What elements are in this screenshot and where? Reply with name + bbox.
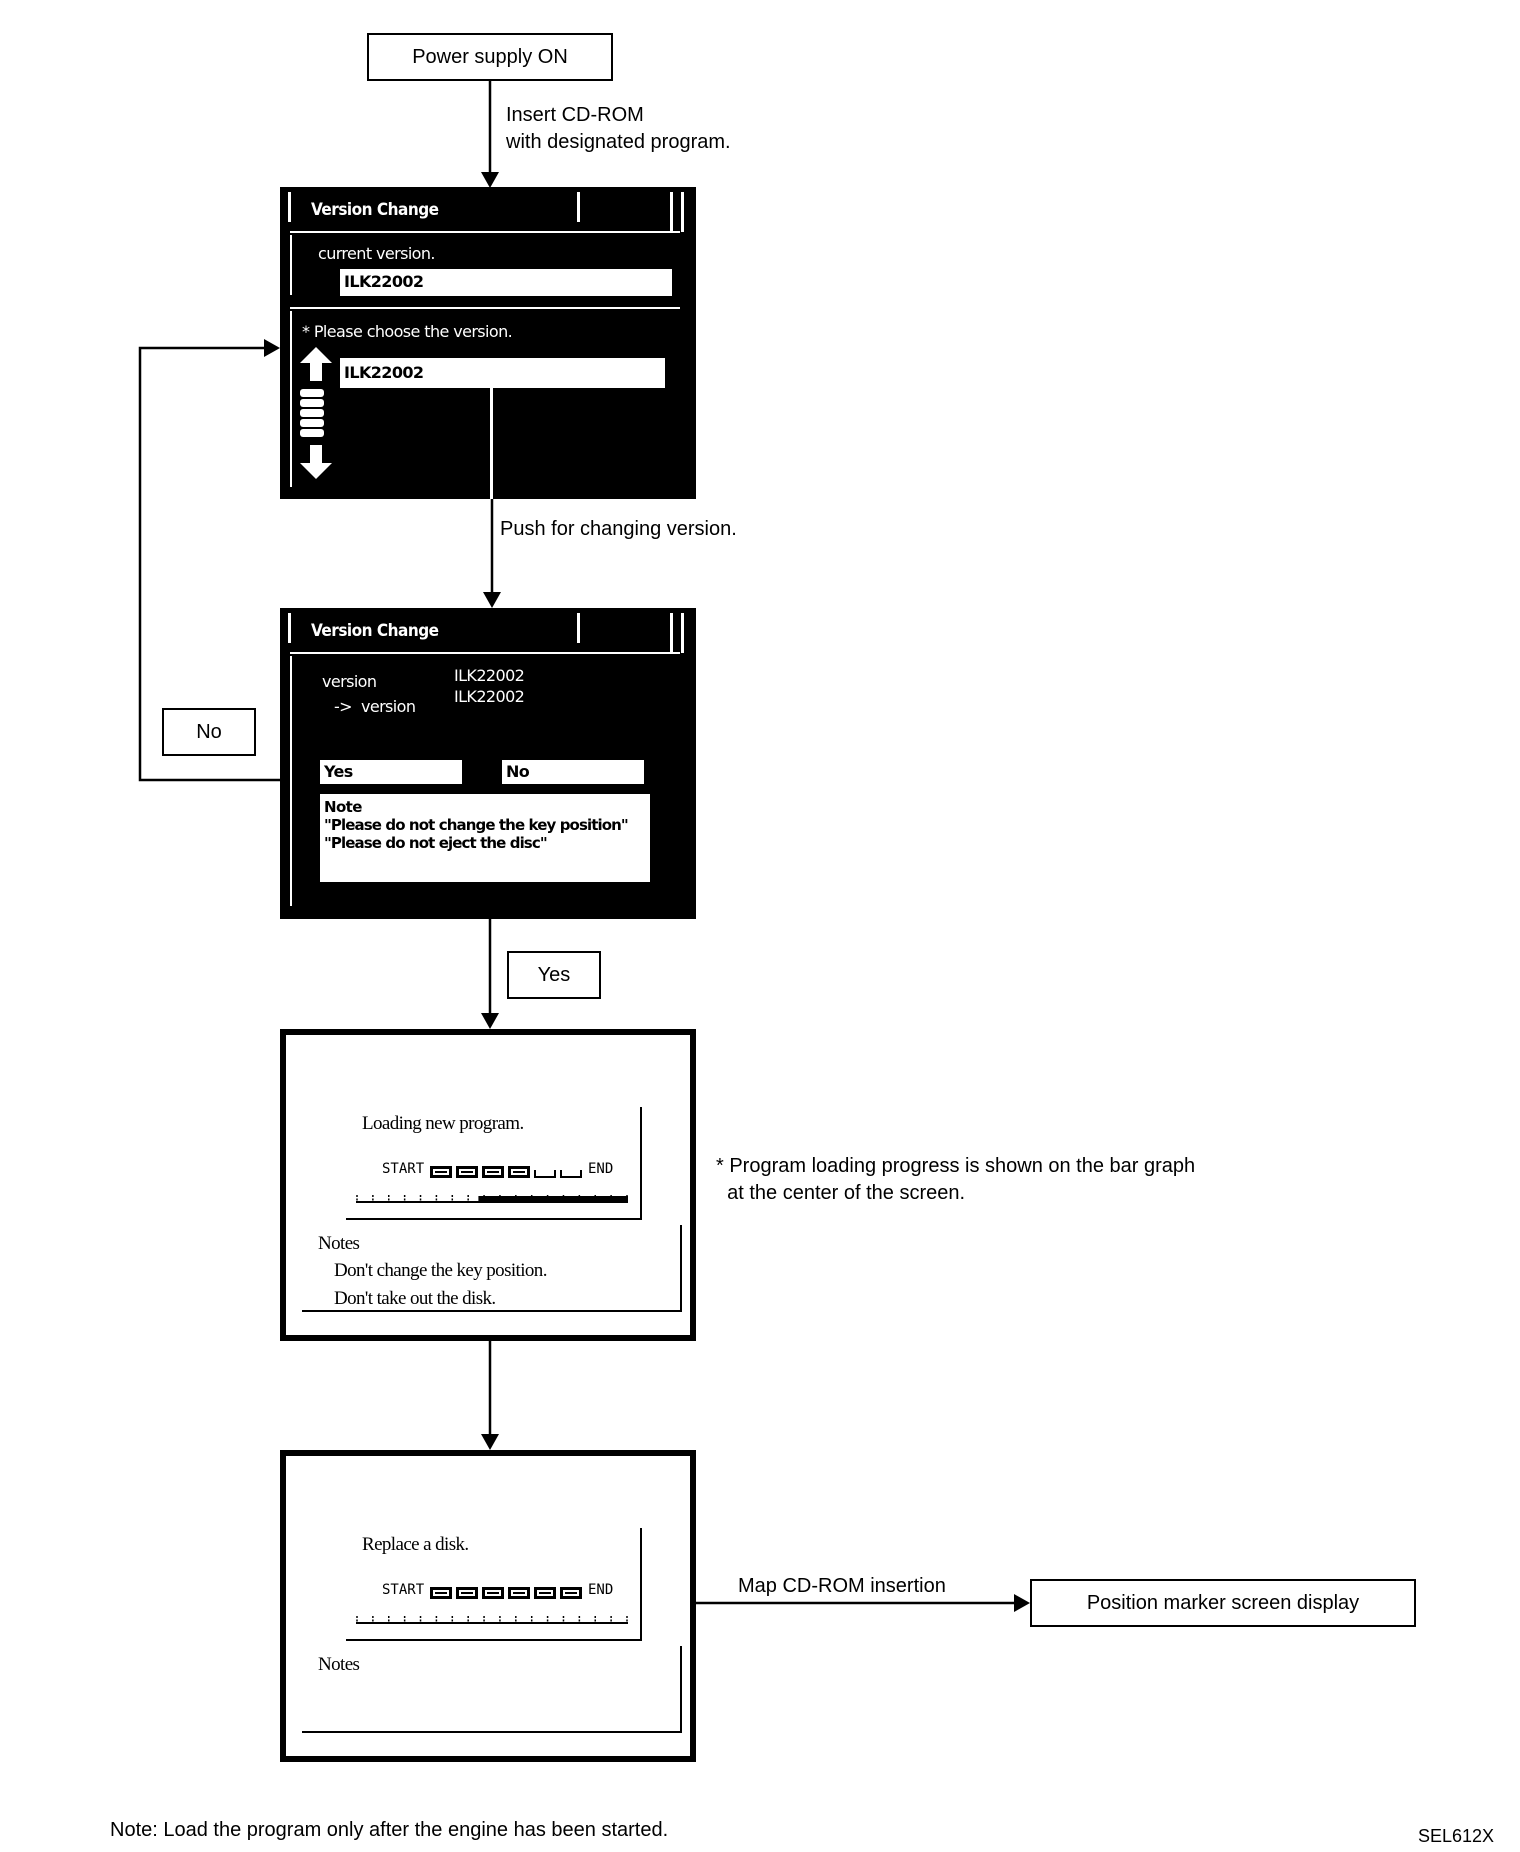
position-marker-box: Position marker screen display (1030, 1579, 1416, 1627)
yes-box: Yes (507, 951, 601, 999)
screen3-notes-frame-bottom (302, 1310, 682, 1312)
screen4-frame-bottom (346, 1639, 642, 1641)
screen1-title-frame (670, 192, 684, 232)
notes-title-2: Notes (318, 1654, 360, 1675)
version-select-field[interactable]: ILK22002 (340, 358, 665, 388)
progress-segment (482, 1166, 504, 1178)
screen3-frame-right (640, 1107, 642, 1219)
note-title: Note (324, 798, 362, 816)
screen2-title: Version Change (288, 613, 580, 643)
power-supply-on-box: Power supply ON (367, 33, 613, 81)
progress-segment (560, 1587, 582, 1599)
replace-disk-screen: Replace a disk. START END Notes (280, 1450, 696, 1762)
progress-segment (560, 1170, 582, 1178)
figure-id: SEL612X (1418, 1826, 1495, 1846)
arrow-version-label: -> version (334, 697, 416, 716)
notes-title: Notes (318, 1233, 360, 1254)
progress-start-label: START (382, 1161, 425, 1177)
insert-cdrom-label: Insert CD-ROM with designated program. (506, 104, 731, 153)
screen1-left-rule-2 (290, 311, 292, 487)
screen1-divider-2 (290, 307, 680, 309)
screen1-select-rule (490, 387, 493, 499)
version-label: version (322, 672, 377, 691)
notes-line-1: Don't change the key position. (334, 1260, 547, 1281)
current-version-label: current version. (318, 244, 436, 263)
progress-track-2 (356, 1612, 628, 1624)
progress-end-label: END (588, 1161, 614, 1177)
screen2-title-frame (670, 613, 684, 653)
current-version-value: ILK22002 (454, 666, 525, 685)
screen3-notes-frame-right (680, 1225, 682, 1311)
scroll-down-icon[interactable] (300, 445, 332, 479)
arrow-no-loop (138, 346, 282, 782)
loading-message: Loading new program. (362, 1113, 524, 1134)
version-change-screen-2: Version Change version -> version ILK220… (280, 608, 696, 919)
progress-segment (508, 1166, 530, 1178)
progress-start-label-2: START (382, 1582, 425, 1598)
screen1-left-rule (290, 235, 292, 295)
progress-segment (430, 1587, 452, 1599)
version-change-screen-1: Version Change current version. ILK22002… (280, 187, 696, 499)
screen2-divider (290, 652, 680, 654)
notes-line-2: Don't take out the disk. (334, 1288, 496, 1309)
progress-segment (456, 1166, 478, 1178)
progress-track (356, 1191, 628, 1203)
progress-segment (508, 1587, 530, 1599)
screen1-divider (290, 231, 680, 233)
screen1-title: Version Change (288, 192, 580, 222)
note-line-2: "Please do not eject the disc" (324, 834, 548, 852)
scrollbar-thumb-icon[interactable] (300, 389, 326, 439)
screen4-frame-right (640, 1528, 642, 1640)
screen2-left-rule (290, 656, 292, 906)
progress-note-label: * Program loading progress is shown on t… (716, 1155, 1196, 1204)
screen4-notes-frame-right (680, 1646, 682, 1732)
no-button[interactable]: No (502, 760, 644, 784)
new-version-value: ILK22002 (454, 687, 525, 706)
note-panel (320, 794, 650, 882)
track-remaining (478, 1196, 628, 1203)
current-version-field: ILK22002 (340, 269, 672, 296)
no-box: No (162, 708, 256, 756)
progress-segment (430, 1166, 452, 1178)
progress-segment (482, 1587, 504, 1599)
progress-segment (534, 1587, 556, 1599)
choose-version-label: * Please choose the version. (302, 322, 513, 341)
screen3-frame-bottom (346, 1218, 642, 1220)
progress-bar-segments (430, 1166, 582, 1180)
progress-segment (456, 1587, 478, 1599)
footer-note: Note: Load the program only after the en… (110, 1819, 669, 1841)
progress-track-svg (356, 1195, 628, 1203)
scroll-up-icon[interactable] (300, 347, 332, 381)
note-line-1: "Please do not change the key position" (324, 816, 629, 834)
progress-segment (534, 1170, 556, 1178)
progress-bar-segments-2 (430, 1587, 582, 1601)
yes-button[interactable]: Yes (320, 760, 462, 784)
progress-end-label-2: END (588, 1582, 614, 1598)
map-cdrom-label: Map CD-ROM insertion (738, 1575, 946, 1597)
progress-track-svg (356, 1616, 628, 1624)
loading-program-screen: Loading new program. START END Notes Don… (280, 1029, 696, 1341)
replace-message: Replace a disk. (362, 1534, 469, 1555)
screen4-notes-frame-bottom (302, 1731, 682, 1733)
push-change-version-label: Push for changing version. (500, 518, 737, 540)
